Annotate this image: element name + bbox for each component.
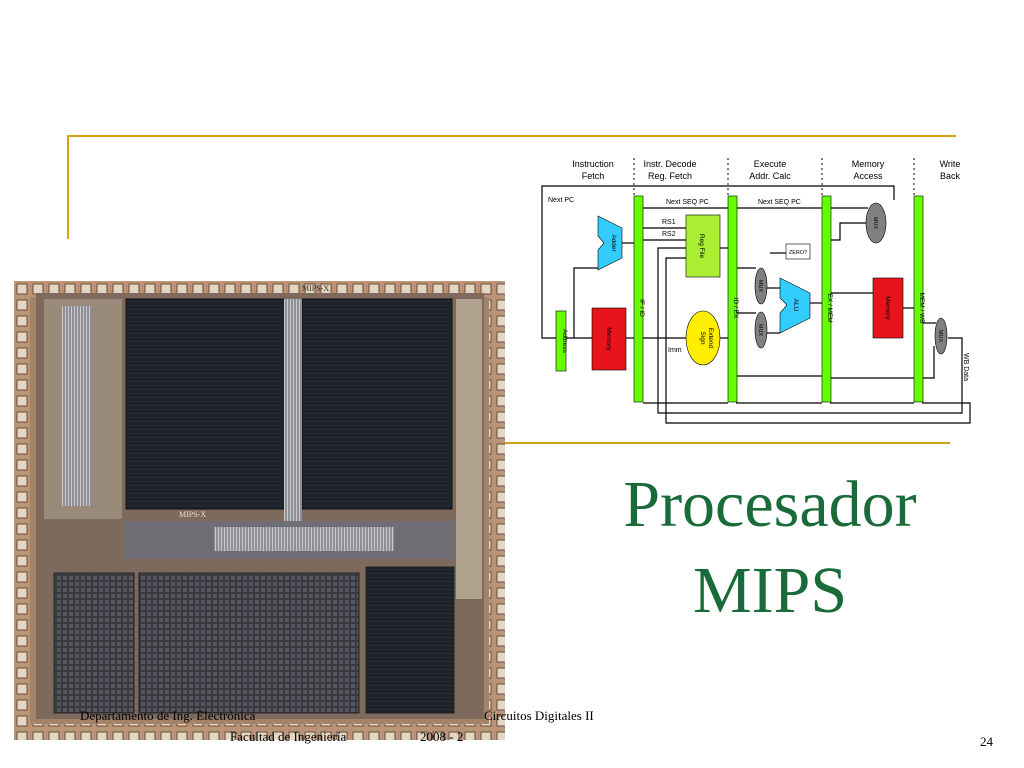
pad-ring-left [14, 281, 30, 740]
cache-array-left [125, 298, 285, 510]
stage-wb-2: Back [940, 171, 961, 181]
wire [830, 222, 872, 241]
label-rs1: RS1 [662, 219, 676, 226]
mux-ex-bottom-label: MUX [757, 324, 763, 337]
stage-decode-2: Reg. Fetch [648, 171, 692, 181]
mips-pipeline-diagram: Instruction Fetch Instr. Decode Reg. Fet… [541, 158, 971, 424]
zero-box [785, 243, 811, 260]
chip-label-top: MIPS-X [302, 284, 329, 293]
wire [657, 247, 963, 414]
alu-block [779, 277, 811, 334]
left-rule [67, 135, 69, 239]
instruction-memory-block [591, 307, 627, 371]
stage-mem-2: Access [853, 171, 883, 181]
mux-wb-label: MUX [937, 330, 943, 343]
sign-extend-label-1: Sign [699, 331, 706, 344]
latch-if-id-label: IF / ID [638, 299, 645, 317]
latch-if-id [633, 195, 644, 403]
label-rs2: RS2 [662, 231, 676, 238]
label-next-pc: Next PC [548, 197, 574, 204]
latch-id-ex-label: ID / EX [732, 298, 739, 319]
cache-array-right [301, 298, 453, 510]
zero-label: ZERO? [789, 250, 807, 256]
mux-next-pc [865, 202, 887, 244]
register-array-3 [365, 566, 455, 714]
page-number: 24 [980, 734, 993, 749]
sign-extend-block [685, 310, 721, 366]
mux-ex-top-label: MUX [757, 280, 763, 293]
control-logic-strip [62, 306, 92, 506]
mux-ex-bottom [754, 311, 768, 349]
wire [922, 346, 935, 379]
stage-wb-1: Write [940, 159, 961, 169]
top-rule [68, 135, 956, 137]
register-array-2 [138, 572, 360, 714]
footer-faculty: Facultad de Ingeniería [230, 729, 347, 744]
mux-next-pc-label: MUX [872, 217, 878, 230]
label-imm: Imm [668, 347, 682, 354]
mux-ex-top [754, 267, 768, 305]
label-next-seq-pc-1: Next SEQ PC [666, 199, 709, 206]
footer-course: Circuitos Digitales II [484, 708, 594, 723]
wire [665, 257, 971, 424]
stage-mem-1: Memory [852, 159, 885, 169]
latch-ex-mem-label: EX / MEM [826, 293, 833, 322]
stage-fetch-1: Instruction [572, 159, 614, 169]
right-io-strip [456, 299, 482, 599]
latch-mem-wb [913, 195, 924, 403]
reg-file-label: Reg File [698, 234, 705, 259]
wire [541, 185, 895, 339]
pad-ring-right [489, 281, 505, 740]
adder-label: Adder [610, 234, 617, 252]
cache-center-strip [284, 299, 302, 521]
reg-file-block [685, 214, 721, 278]
instruction-memory-label: Memory [605, 327, 612, 351]
latch-mem-wb-label: MEM / WB [918, 292, 925, 323]
label-next-seq-pc-2: Next SEQ PC [758, 199, 801, 206]
stage-exec-1: Execute [754, 159, 787, 169]
pad-ring-bottom [14, 724, 505, 740]
slide-title: Procesador MIPS [560, 462, 980, 634]
sign-extend-label-2: Extend [707, 328, 714, 349]
mips-x-die-photo: MIPS-X MIPS-X [14, 281, 505, 740]
chip-label-mid: MIPS-X [179, 510, 206, 519]
label-wb-data: WB Data [962, 353, 969, 381]
register-array-1 [53, 572, 135, 714]
data-memory-label: Memory [884, 296, 891, 320]
stage-decode-1: Instr. Decode [643, 159, 696, 169]
stage-exec-2: Addr. Calc [749, 171, 791, 181]
bottom-rule [505, 442, 950, 444]
alu-label: ALU [792, 299, 799, 312]
datapath-detail [214, 527, 394, 551]
footer-year: 2008 - 2 [420, 729, 464, 744]
wire [573, 267, 598, 338]
slide-title-line1: Procesador [623, 468, 917, 541]
stage-fetch-2: Fetch [582, 171, 605, 181]
address-label: Address [561, 329, 568, 354]
data-memory-block [872, 277, 904, 339]
footer-dept: Departamento de Ing. Electrónica [80, 708, 256, 723]
latch-id-ex [727, 195, 738, 403]
address-box [555, 310, 567, 372]
mux-wb [934, 317, 948, 355]
latch-ex-mem [821, 195, 832, 403]
adder-block [597, 215, 623, 271]
slide-title-line2: MIPS [692, 554, 848, 627]
